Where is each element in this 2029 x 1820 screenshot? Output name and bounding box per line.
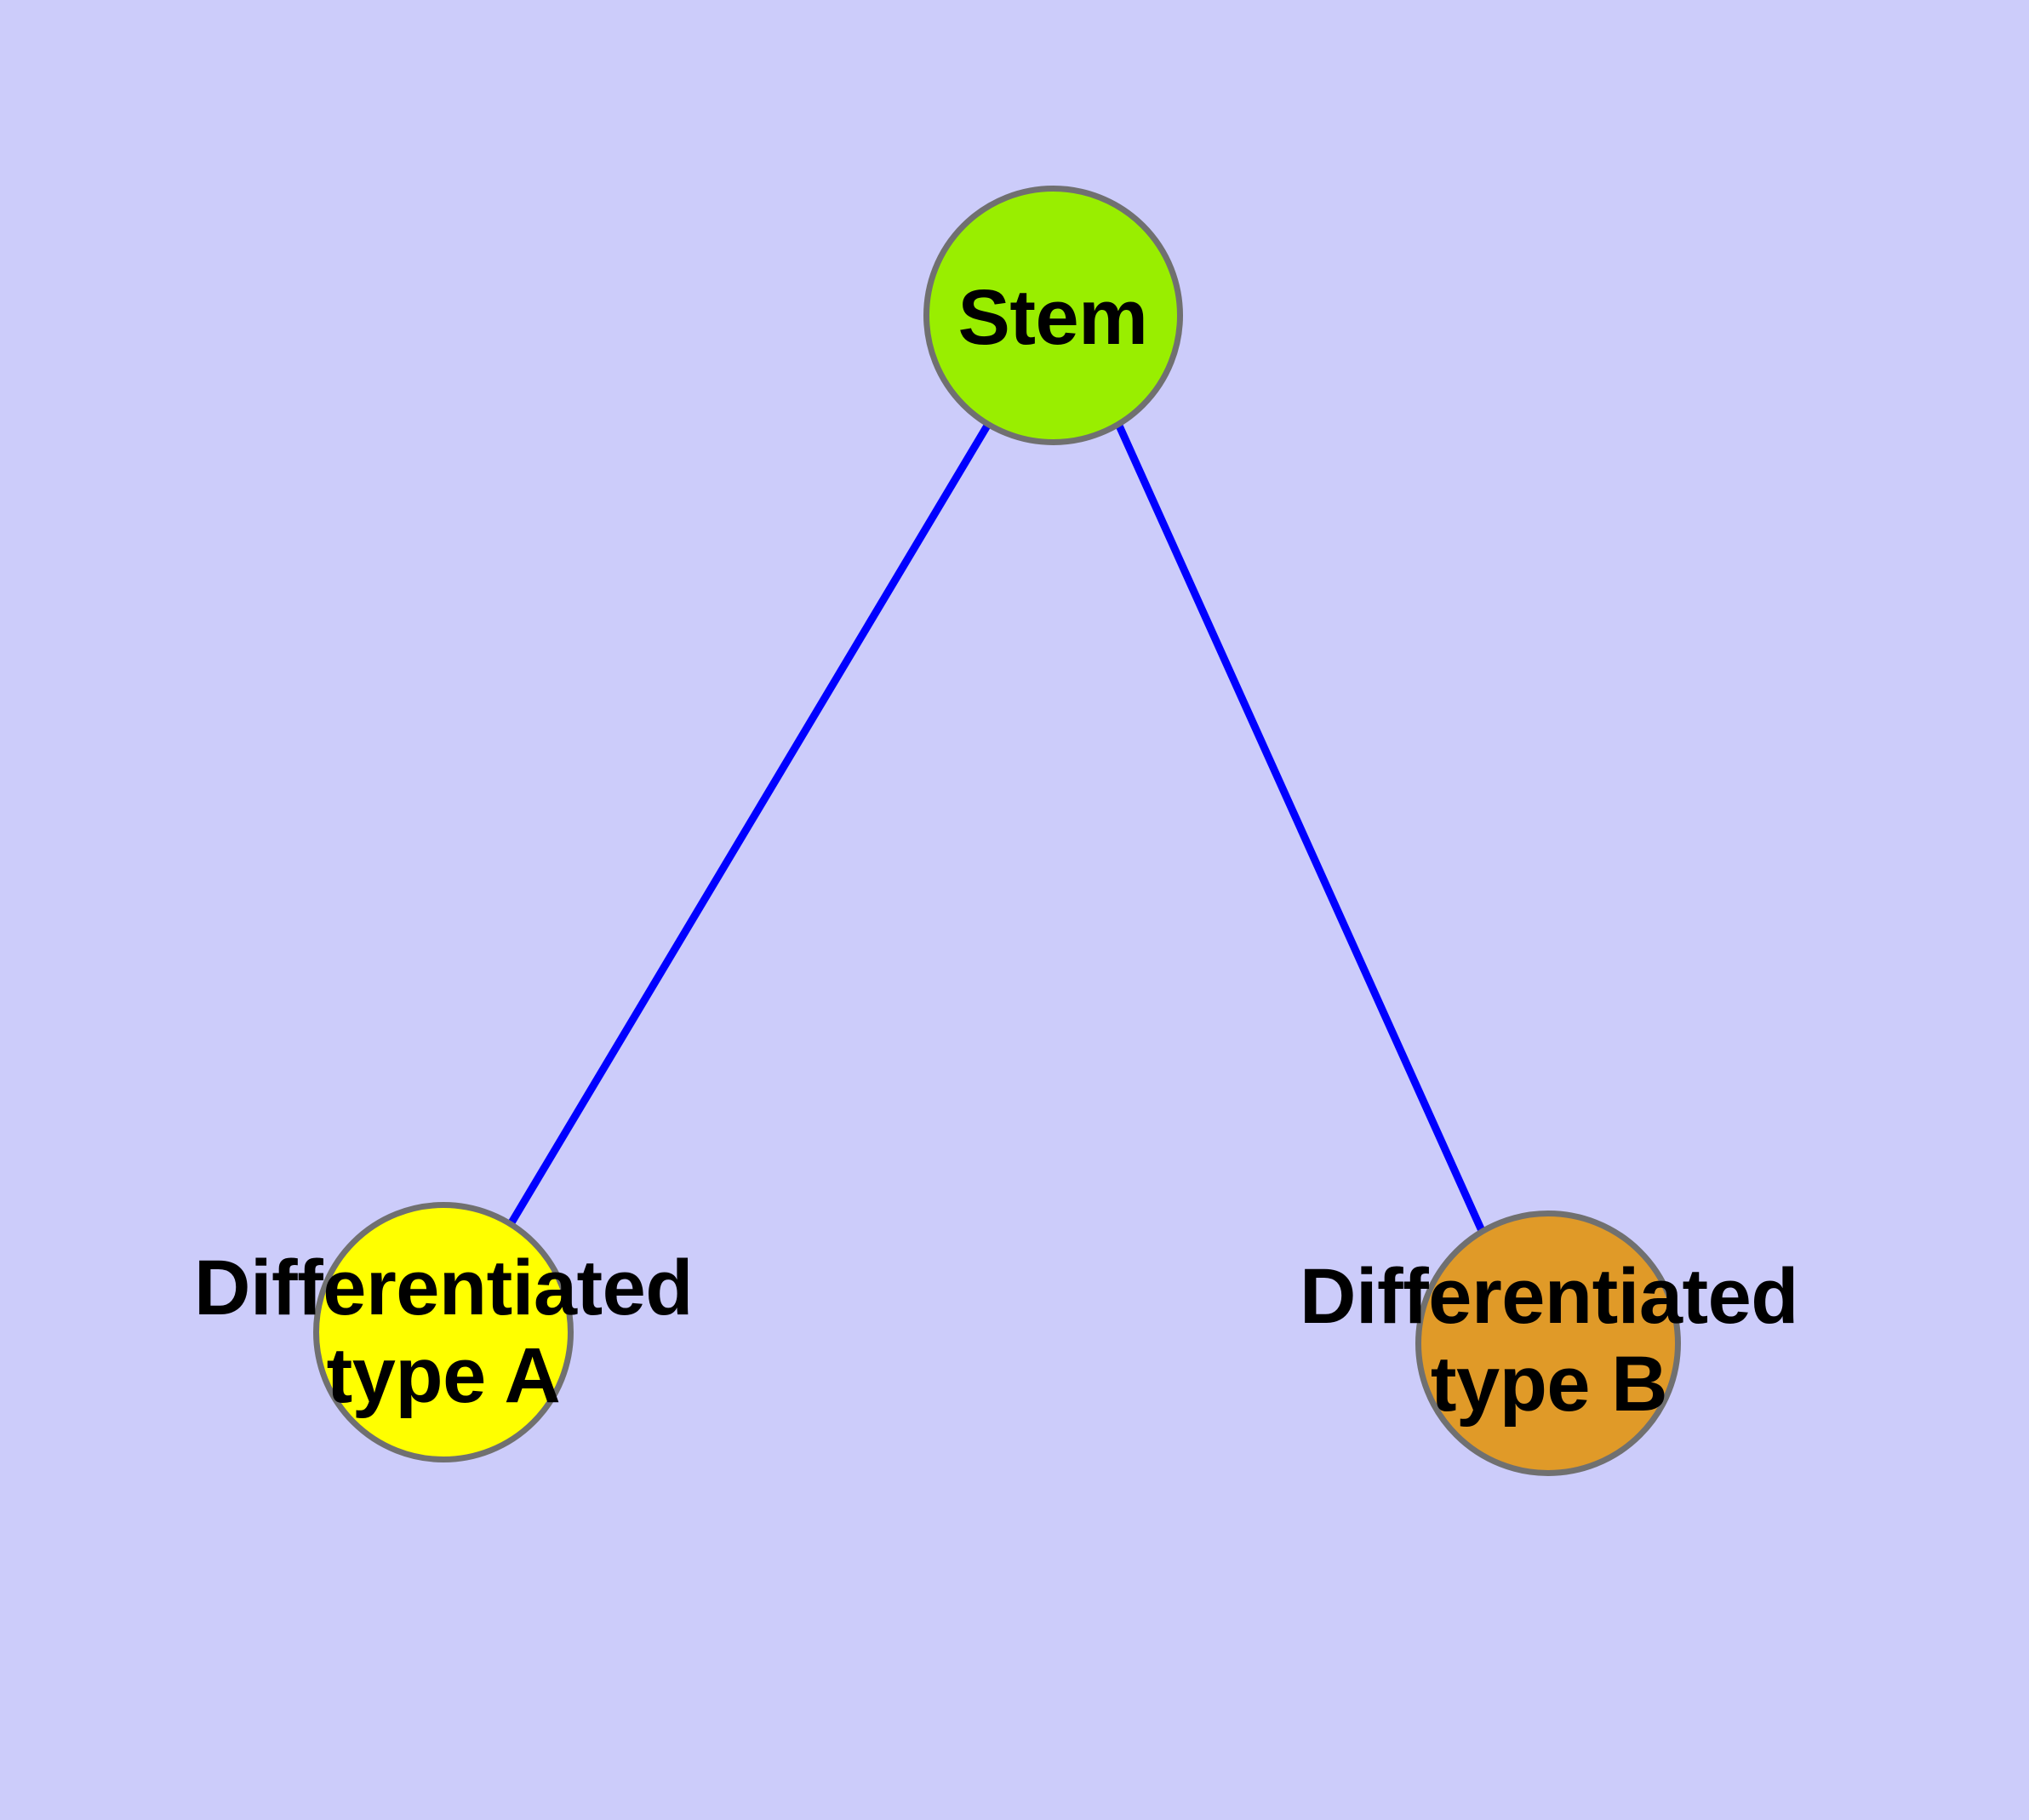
node-differentiated-type-b[interactable] <box>1415 1210 1681 1476</box>
edge-stem-to-differentiated-type-b <box>1115 424 1487 1234</box>
edge-stem-to-differentiated-type-a <box>507 423 991 1227</box>
node-differentiated-type-a[interactable] <box>313 1202 574 1462</box>
node-stem[interactable] <box>923 186 1183 445</box>
